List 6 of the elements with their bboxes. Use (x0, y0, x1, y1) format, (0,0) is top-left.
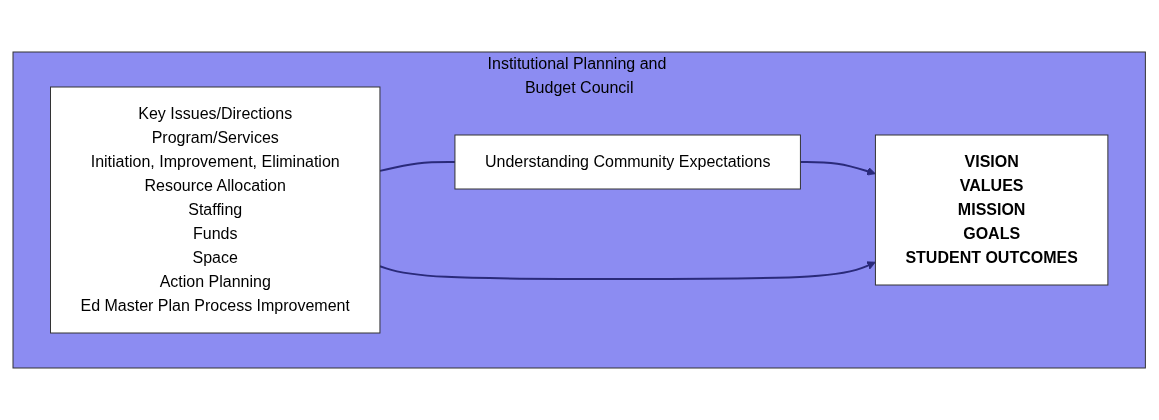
arrow (799, 161, 877, 176)
connector (379, 161, 457, 172)
node-box: Key Issues/Directions Program/Services Initiation, Improvement, Elimination Resource Allocation Staffing Funds Space Action Planning Ed Master Plan Process Improvement (50, 86, 381, 334)
arrow (379, 261, 877, 280)
node-box: VISION VALUES MISSION GOALS STUDENT OUTCOMES (875, 134, 1109, 286)
node-box: Understanding Community Expectations (454, 134, 802, 190)
